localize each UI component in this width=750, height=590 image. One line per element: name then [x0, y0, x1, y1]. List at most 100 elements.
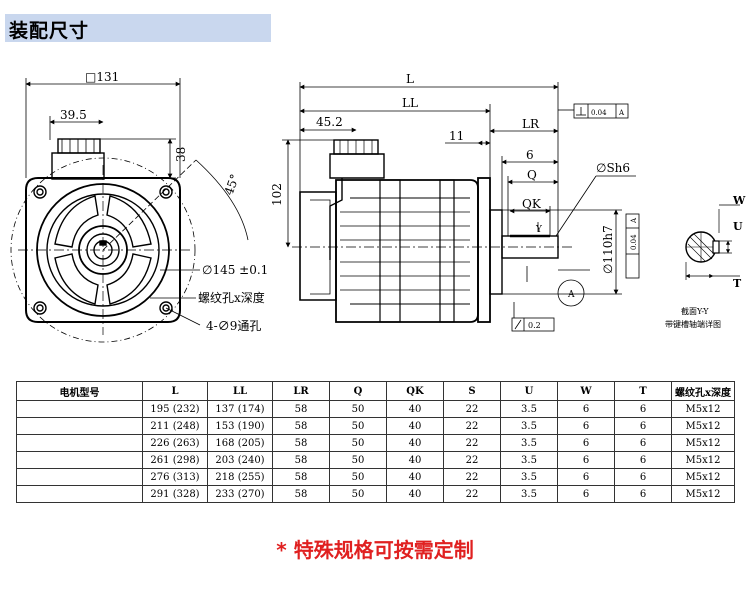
- section-label-U: U: [733, 220, 743, 233]
- dim-QK: QK: [522, 197, 542, 211]
- dim-angle: 45°: [222, 172, 242, 197]
- cell-model: [16, 451, 143, 469]
- cell-L: 211 (248): [142, 417, 208, 435]
- front-dimensions: [25, 78, 249, 326]
- dim-45-2: 45.2: [316, 115, 343, 129]
- cell-LL: 137 (174): [207, 400, 273, 418]
- cell-model: [16, 400, 143, 418]
- cell-L: 261 (298): [142, 451, 208, 469]
- dim-flange: □131: [85, 70, 119, 84]
- cell-thread: M5x12: [671, 434, 735, 452]
- tol-run-value: 0.04: [630, 234, 638, 250]
- cell-LL: 218 (255): [207, 468, 273, 486]
- section-title-bar: 装配尺寸: [5, 14, 271, 42]
- cell-U: 3.5: [500, 451, 558, 469]
- tol-run-ref: A: [630, 217, 638, 224]
- tol-flat-value: 0.2: [528, 321, 541, 330]
- cell-Q: 50: [329, 400, 387, 418]
- section-marker-y: Y: [535, 225, 543, 235]
- cell-T: 6: [614, 485, 672, 503]
- cell-S: 22: [443, 468, 501, 486]
- tol-perp-value: 0.04: [591, 109, 607, 117]
- cell-model: [16, 434, 143, 452]
- cell-model: [16, 417, 143, 435]
- cell-L: 226 (263): [142, 434, 208, 452]
- custom-spec-note: * 特殊规格可按需定制: [276, 538, 474, 562]
- cell-S: 22: [443, 451, 501, 469]
- dim-LR: LR: [522, 117, 540, 131]
- cell-LR: 58: [272, 417, 330, 435]
- front-view: [10, 138, 196, 343]
- dim-102: 102: [270, 183, 284, 206]
- cell-thread: M5x12: [671, 485, 735, 503]
- header-thread: 螺纹孔x深度: [671, 381, 735, 401]
- dim-Q: Q: [527, 168, 537, 182]
- dim-shaft-dia: ∅Sh6: [596, 161, 630, 175]
- cell-U: 3.5: [500, 400, 558, 418]
- header-U: U: [500, 381, 558, 401]
- header-S: S: [443, 381, 501, 401]
- cell-LL: 168 (205): [207, 434, 273, 452]
- cell-L: 195 (232): [142, 400, 208, 418]
- cell-W: 6: [557, 451, 615, 469]
- shaft-section: [685, 204, 740, 280]
- section-label-T: T: [733, 277, 742, 290]
- cell-W: 6: [557, 400, 615, 418]
- section-caption-2: 带键槽轴端详图: [665, 319, 721, 329]
- cell-W: 6: [557, 417, 615, 435]
- cell-model: [16, 468, 143, 486]
- side-dimensions: [282, 82, 636, 320]
- dim-offset: 39.5: [60, 108, 87, 122]
- cell-Q: 50: [329, 417, 387, 435]
- table-header-row: 电机型号 L LL LR Q QK S U W T 螺纹孔x深度: [16, 381, 735, 401]
- cell-T: 6: [614, 451, 672, 469]
- cell-T: 6: [614, 434, 672, 452]
- header-QK: QK: [386, 381, 444, 401]
- dim-11: 11: [449, 129, 464, 143]
- cell-QK: 40: [386, 485, 444, 503]
- section-caption-1: 截面Y-Y: [681, 306, 709, 316]
- cell-U: 3.5: [500, 468, 558, 486]
- cell-Q: 50: [329, 451, 387, 469]
- cell-W: 6: [557, 468, 615, 486]
- header-LR: LR: [272, 381, 330, 401]
- cell-S: 22: [443, 485, 501, 503]
- label-thread-hole: 螺纹孔x深度: [198, 290, 265, 305]
- dim-LL: LL: [402, 96, 418, 110]
- tol-perp-ref: A: [618, 109, 625, 117]
- cell-LR: 58: [272, 451, 330, 469]
- cell-model: [16, 485, 143, 503]
- dim-6: 6: [526, 148, 534, 162]
- side-view: [292, 139, 575, 323]
- assembly-drawing: □131 39.5 38 45° ∅145 ±0.1 螺纹孔x深度 4-∅9通孔: [10, 70, 746, 343]
- cell-S: 22: [443, 417, 501, 435]
- datum-label: A: [567, 290, 575, 300]
- cell-W: 6: [557, 434, 615, 452]
- cell-T: 6: [614, 468, 672, 486]
- cell-Q: 50: [329, 434, 387, 452]
- cell-L: 276 (313): [142, 468, 208, 486]
- cell-thread: M5x12: [671, 417, 735, 435]
- cell-U: 3.5: [500, 485, 558, 503]
- tol-flatness: 0.2: [511, 317, 555, 332]
- tol-runout: 0.04 A: [625, 213, 640, 279]
- dim-connector-height: 38: [174, 147, 188, 162]
- cell-L: 291 (328): [142, 485, 208, 503]
- tol-perpendicularity: 0.04 A: [573, 103, 629, 119]
- cell-Q: 50: [329, 485, 387, 503]
- dim-bolt-circle: ∅145 ±0.1: [202, 263, 268, 277]
- dim-pilot-dia: ∅110h7: [601, 225, 615, 274]
- header-L: L: [142, 381, 208, 401]
- header-W: W: [557, 381, 615, 401]
- cell-U: 3.5: [500, 417, 558, 435]
- dim-L: L: [406, 72, 414, 86]
- cell-LL: 203 (240): [207, 451, 273, 469]
- cell-U: 3.5: [500, 434, 558, 452]
- section-label-W: W: [732, 194, 746, 207]
- cell-QK: 40: [386, 451, 444, 469]
